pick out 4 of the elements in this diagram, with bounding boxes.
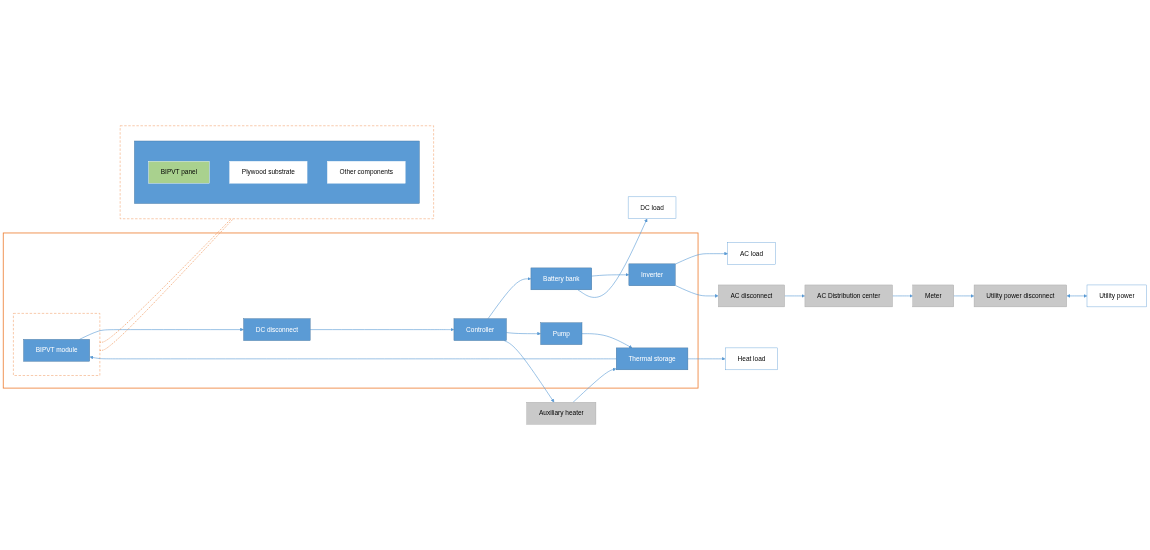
cluster xyxy=(2,232,699,389)
cluster xyxy=(119,125,434,219)
cluster xyxy=(134,140,420,204)
cluster xyxy=(13,313,101,376)
